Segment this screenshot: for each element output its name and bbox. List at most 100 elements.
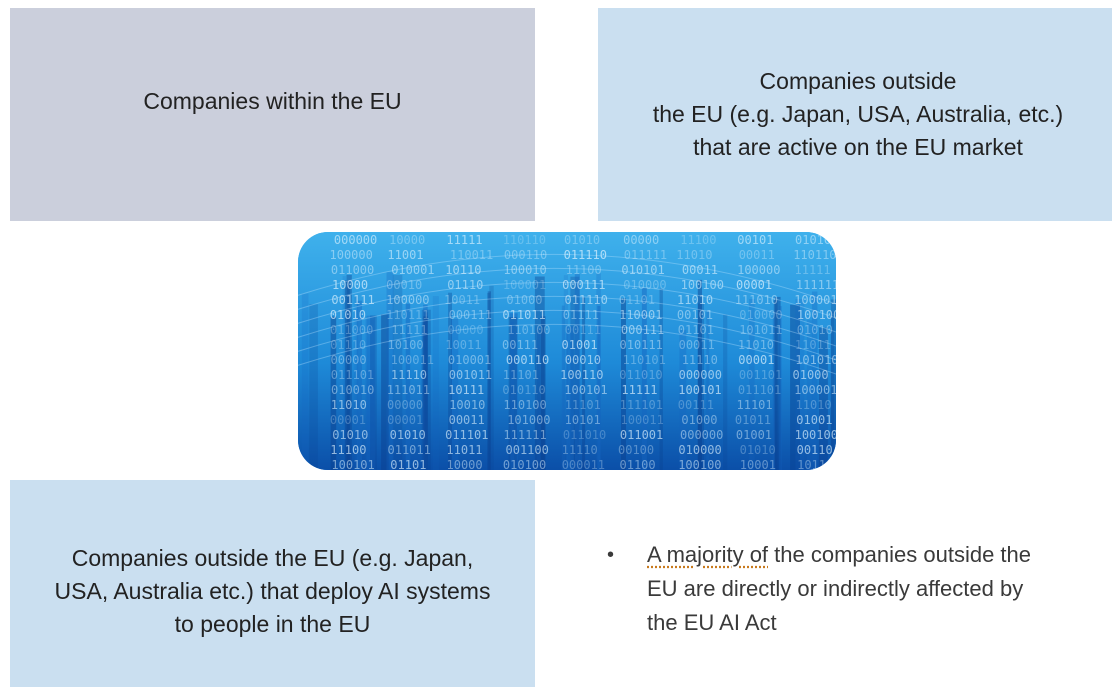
svg-text:01101: 01101 <box>678 323 714 337</box>
svg-text:100100: 100100 <box>795 428 836 442</box>
svg-text:000000: 000000 <box>679 368 722 382</box>
svg-text:11110: 11110 <box>391 368 427 382</box>
svg-text:000111: 000111 <box>621 323 664 337</box>
svg-text:01001: 01001 <box>796 413 832 427</box>
bullet-line-3: the EU AI Act <box>647 610 777 635</box>
svg-text:010101: 010101 <box>621 263 664 277</box>
svg-text:11100: 11100 <box>680 233 716 247</box>
svg-text:111111: 111111 <box>796 278 836 292</box>
svg-text:000110: 000110 <box>504 248 547 262</box>
svg-text:101000: 101000 <box>507 413 550 427</box>
svg-text:010010: 010010 <box>331 383 374 397</box>
svg-text:10000: 10000 <box>447 458 483 470</box>
svg-text:00001: 00001 <box>736 278 772 292</box>
svg-text:110100: 110100 <box>503 398 546 412</box>
box-companies-outside-eu-deploy: Companies outside the EU (e.g. Japan, US… <box>10 480 535 687</box>
svg-text:011110: 011110 <box>565 293 608 307</box>
svg-text:011010: 011010 <box>563 428 606 442</box>
svg-text:111111: 111111 <box>503 428 546 442</box>
svg-text:00111: 00111 <box>678 398 714 412</box>
svg-text:11011: 11011 <box>446 443 482 457</box>
svg-text:100101: 100101 <box>678 383 721 397</box>
svg-text:101011: 101011 <box>739 323 782 337</box>
svg-text:10111: 10111 <box>448 383 484 397</box>
svg-text:100100: 100100 <box>681 278 724 292</box>
svg-text:011010: 011010 <box>619 368 662 382</box>
svg-text:11100: 11100 <box>566 263 602 277</box>
svg-text:10000: 10000 <box>332 278 368 292</box>
svg-text:000000: 000000 <box>334 233 377 247</box>
bullet-line-2: EU are directly or indirectly affected b… <box>647 576 1024 601</box>
svg-text:01010: 01010 <box>740 443 776 457</box>
svg-text:10001: 10001 <box>740 458 776 470</box>
box-text-line: USA, Australia etc.) that deploy AI syst… <box>54 577 491 604</box>
svg-text:00000: 00000 <box>387 398 423 412</box>
svg-text:11011: 11011 <box>795 338 831 352</box>
svg-text:100100: 100100 <box>678 458 721 470</box>
svg-text:10011: 10011 <box>444 293 480 307</box>
svg-text:10010: 10010 <box>449 398 485 412</box>
svg-text:011111: 011111 <box>624 248 667 262</box>
svg-text:110100: 110100 <box>507 323 550 337</box>
svg-text:01011: 01011 <box>735 413 771 427</box>
svg-text:011011: 011011 <box>502 308 545 322</box>
svg-text:11111: 11111 <box>446 233 482 247</box>
svg-text:011101: 011101 <box>445 428 488 442</box>
svg-text:01101: 01101 <box>390 458 426 470</box>
bullet-marker: • <box>607 544 615 566</box>
svg-text:100000: 100000 <box>386 293 429 307</box>
svg-text:00010: 00010 <box>386 278 422 292</box>
svg-text:11100: 11100 <box>330 443 366 457</box>
svg-text:00000: 00000 <box>623 233 659 247</box>
svg-text:01000: 01000 <box>793 368 829 382</box>
svg-text:11010: 11010 <box>676 248 712 262</box>
svg-text:10000: 10000 <box>389 233 425 247</box>
svg-text:000000: 000000 <box>680 428 723 442</box>
svg-text:01001: 01001 <box>736 428 772 442</box>
svg-text:100110: 100110 <box>560 368 603 382</box>
svg-text:100100: 100100 <box>797 308 836 322</box>
svg-text:01010: 01010 <box>390 428 426 442</box>
svg-text:01110: 01110 <box>447 278 483 292</box>
svg-text:00001: 00001 <box>330 413 366 427</box>
svg-text:011000: 011000 <box>331 263 374 277</box>
svg-text:00101: 00101 <box>737 233 773 247</box>
svg-text:100101: 100101 <box>564 383 607 397</box>
box-text-line: to people in the EU <box>174 610 371 637</box>
bullet-line-1: A majority of the companies outside the <box>647 538 1112 572</box>
svg-text:00011: 00011 <box>739 248 775 262</box>
svg-text:11111: 11111 <box>795 263 831 277</box>
svg-text:110101: 110101 <box>623 353 666 367</box>
svg-text:01000: 01000 <box>506 293 542 307</box>
svg-text:011011: 011011 <box>388 443 431 457</box>
svg-text:01111: 01111 <box>563 308 599 322</box>
svg-text:100000: 100000 <box>737 263 780 277</box>
svg-text:000111: 000111 <box>562 278 605 292</box>
box-text-line: that are active on the EU market <box>693 134 1023 160</box>
svg-text:011110: 011110 <box>564 248 607 262</box>
box-companies-within-eu: Companies within the EU <box>10 8 535 221</box>
svg-text:010000: 010000 <box>678 443 721 457</box>
svg-text:010100: 010100 <box>503 458 546 470</box>
binary-code-graphic: 0000001000000110001000000111101010011000… <box>298 232 836 470</box>
svg-text:11111: 11111 <box>621 383 657 397</box>
svg-text:00110: 00110 <box>797 443 833 457</box>
svg-text:110001: 110001 <box>619 308 662 322</box>
box-text-line: Companies outside <box>759 68 957 94</box>
svg-text:100011: 100011 <box>621 413 664 427</box>
svg-text:001011: 001011 <box>449 368 492 382</box>
svg-text:00111: 00111 <box>565 323 601 337</box>
svg-text:11110: 11110 <box>562 443 598 457</box>
svg-text:110110: 110110 <box>793 248 836 262</box>
box-text-line: Companies outside the EU (e.g. Japan, <box>71 544 474 571</box>
svg-text:100001: 100001 <box>794 293 836 307</box>
svg-text:001111: 001111 <box>331 293 374 307</box>
svg-text:00101: 00101 <box>677 308 713 322</box>
svg-text:01101: 01101 <box>619 293 655 307</box>
svg-text:11010: 11010 <box>677 293 713 307</box>
svg-text:00111: 00111 <box>502 338 538 352</box>
svg-text:11101: 11101 <box>565 398 601 412</box>
svg-text:001100: 001100 <box>506 443 549 457</box>
